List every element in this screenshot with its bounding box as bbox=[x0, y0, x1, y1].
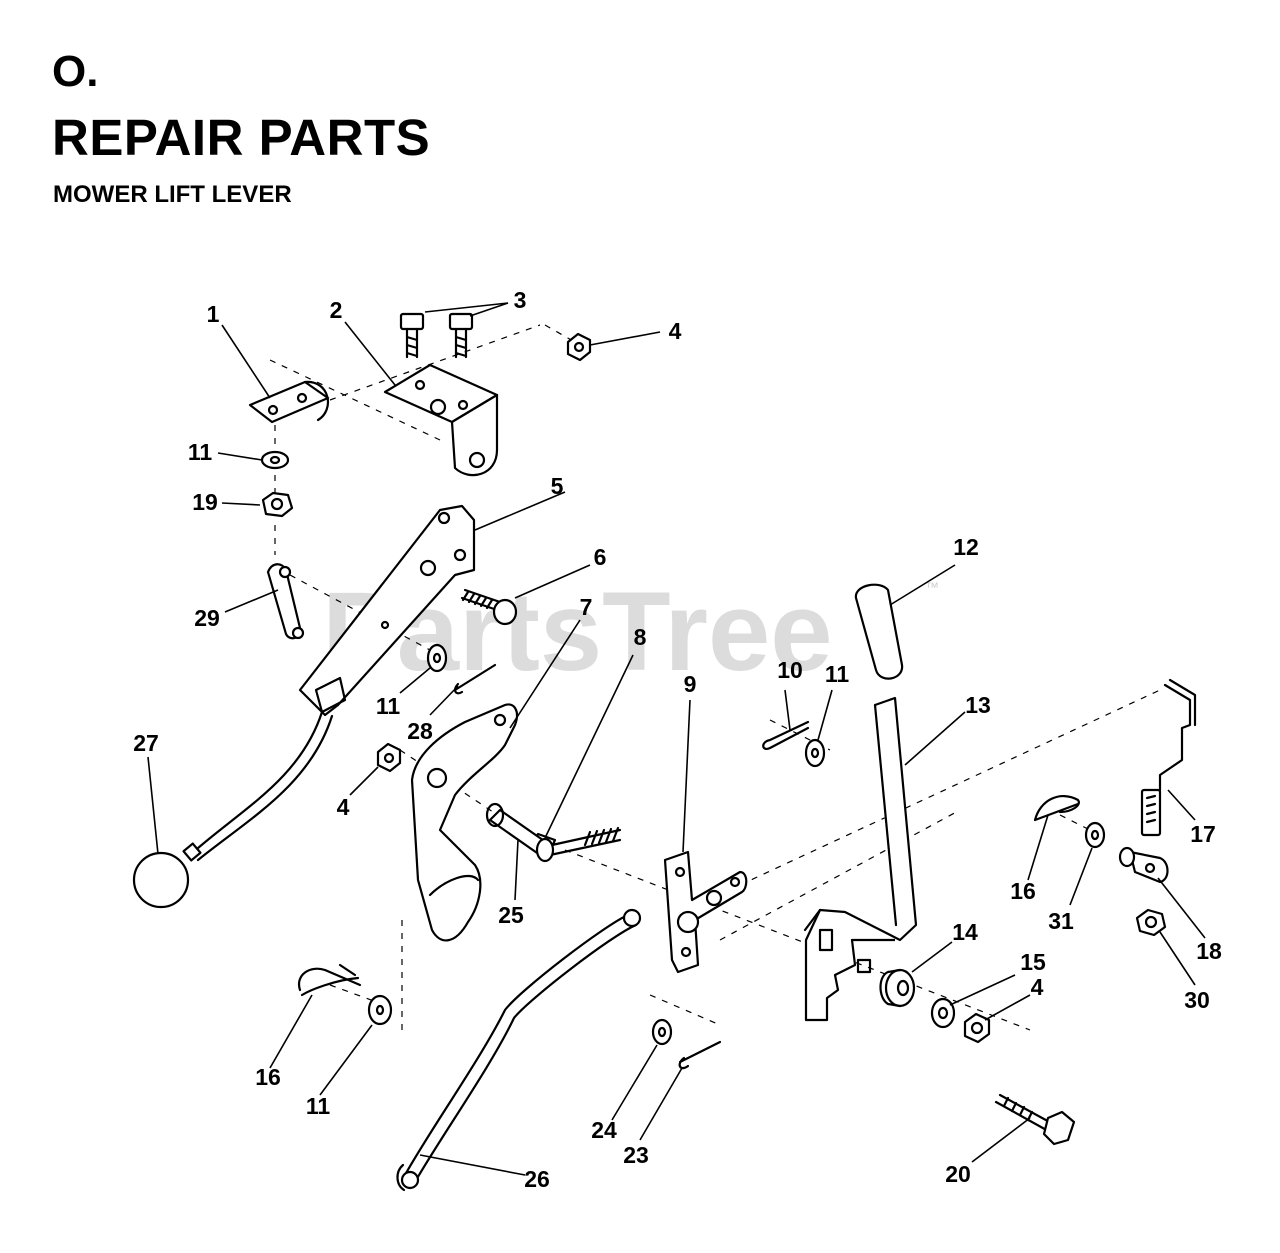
part-25-sleeve bbox=[485, 802, 555, 863]
callout-26: 26 bbox=[524, 1166, 550, 1192]
callout-16-right: 16 bbox=[1010, 878, 1036, 904]
callout-2: 2 bbox=[330, 297, 343, 323]
callout-6: 6 bbox=[594, 544, 607, 570]
part-7-plate bbox=[410, 703, 519, 942]
callout-15: 15 bbox=[1020, 949, 1046, 975]
section-letter: O. bbox=[52, 47, 99, 96]
part-3-bolts bbox=[399, 312, 474, 359]
part-17-rod bbox=[1140, 678, 1197, 837]
watermark-trademark: ™ bbox=[925, 579, 939, 595]
part-20-bolt bbox=[994, 1093, 1076, 1146]
part-13-lever bbox=[803, 696, 918, 1022]
callout-25: 25 bbox=[498, 902, 524, 928]
part-1-clip bbox=[248, 380, 330, 424]
callout-16-left: 16 bbox=[255, 1064, 281, 1090]
part-4-nut-right bbox=[963, 1012, 991, 1044]
part-27-handle bbox=[132, 710, 334, 909]
part-2-bracket bbox=[383, 363, 499, 477]
part-16-hairpin-right bbox=[1033, 794, 1080, 822]
callout-4-mid: 4 bbox=[337, 794, 350, 820]
part-12-grip bbox=[854, 583, 904, 680]
page-subtitle: MOWER LIFT LEVER bbox=[53, 181, 292, 208]
callout-10: 10 bbox=[777, 657, 803, 683]
leader-lines bbox=[147, 302, 1206, 1176]
part-28-pin bbox=[453, 663, 497, 695]
callout-4-top: 4 bbox=[669, 318, 682, 344]
callout-28: 28 bbox=[407, 718, 433, 744]
callout-14: 14 bbox=[952, 919, 978, 945]
callout-24: 24 bbox=[591, 1117, 617, 1143]
callout-19: 19 bbox=[192, 489, 218, 515]
part-18-swivel bbox=[1118, 846, 1169, 884]
callout-13: 13 bbox=[965, 692, 991, 718]
part-26-lift-rod bbox=[396, 908, 642, 1192]
callout-11-mid-right: 11 bbox=[825, 661, 850, 687]
part-9-pivot-plate bbox=[663, 850, 748, 974]
part-16-hairpin-left bbox=[297, 963, 362, 997]
callout-31: 31 bbox=[1048, 908, 1074, 934]
callout-11-mid: 11 bbox=[376, 693, 401, 719]
callout-11-top: 11 bbox=[188, 439, 213, 465]
part-23-pin bbox=[678, 1040, 722, 1070]
callout-12: 12 bbox=[953, 534, 979, 560]
page-title: REPAIR PARTS bbox=[52, 109, 431, 166]
callout-7: 7 bbox=[580, 594, 593, 620]
callout-numbers: 1 2 3 4 11 19 5 6 12 7 29 8 10 11 9 13 1… bbox=[133, 287, 1222, 1192]
part-30-nut bbox=[1135, 908, 1167, 937]
callout-11-bottom: 11 bbox=[306, 1093, 331, 1119]
callout-17: 17 bbox=[1190, 821, 1216, 847]
part-5-lift-arm bbox=[298, 504, 476, 717]
part-29-link bbox=[266, 563, 305, 640]
callout-23: 23 bbox=[623, 1142, 649, 1168]
callout-1: 1 bbox=[207, 301, 220, 327]
callout-8: 8 bbox=[634, 624, 647, 650]
part-19-nut bbox=[261, 491, 294, 518]
part-10-cotter-pin bbox=[762, 720, 810, 750]
callout-9: 9 bbox=[684, 671, 697, 697]
callout-3: 3 bbox=[514, 287, 527, 313]
callout-18: 18 bbox=[1196, 938, 1222, 964]
part-14-bushing bbox=[879, 968, 916, 1008]
washers bbox=[260, 450, 1106, 1046]
callout-5: 5 bbox=[551, 473, 564, 499]
part-6-bolt bbox=[460, 588, 518, 626]
part-4-nut-top bbox=[566, 332, 592, 362]
part-4-nut-mid bbox=[376, 742, 402, 773]
callout-20: 20 bbox=[945, 1161, 971, 1187]
callout-30: 30 bbox=[1184, 987, 1210, 1013]
callout-4-right: 4 bbox=[1031, 974, 1044, 1000]
callout-27: 27 bbox=[133, 730, 159, 756]
callout-29: 29 bbox=[194, 605, 220, 631]
